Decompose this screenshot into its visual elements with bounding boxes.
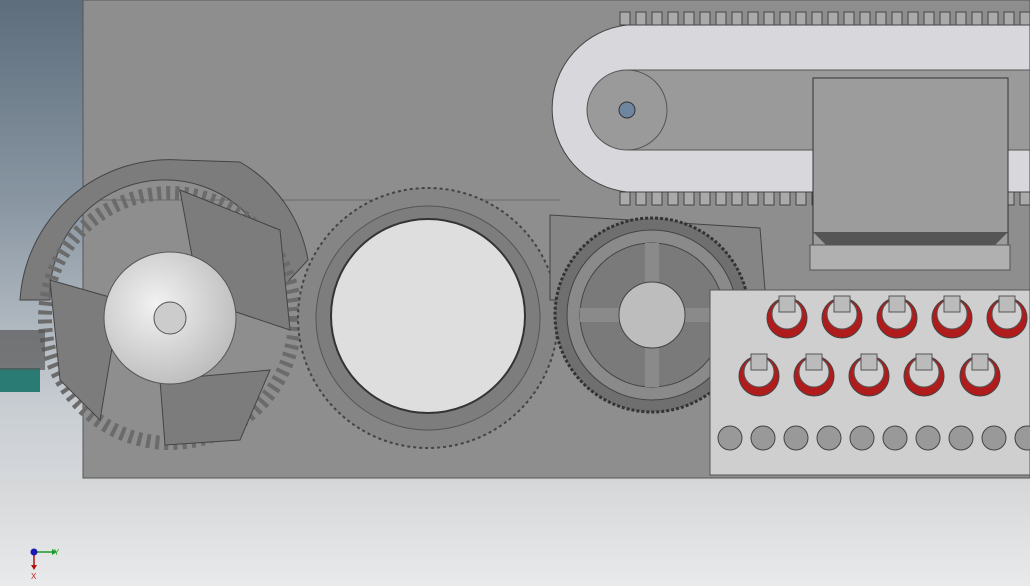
chain-link [811,11,823,26]
container-neck [778,295,796,313]
container-neck [915,353,933,371]
x-axis-label: X [31,572,37,581]
chain-link [715,11,727,26]
chain-link [763,191,775,206]
chain-link [891,11,903,26]
chain-link [747,191,759,206]
roller [717,425,743,451]
right-gear-wheel [549,214,766,414]
chain-link [971,11,983,26]
container-rows [738,295,1028,397]
container-neck [833,295,851,313]
roller-row [717,425,1030,451]
chain-link [987,11,999,26]
container-neck [998,295,1016,313]
chain-link [667,191,679,206]
container-neck [860,353,878,371]
chain-link [939,11,951,26]
chain-link [731,11,743,26]
roller [849,425,875,451]
housing-block [812,77,1009,246]
chain-link [635,11,647,26]
roller [915,425,941,451]
chain-link [779,191,791,206]
chain-link [731,191,743,206]
chain-link [635,191,647,206]
chain-link [699,191,711,206]
container-neck [805,353,823,371]
chain-link [859,11,871,26]
chain-link [779,11,791,26]
chain-link [843,11,855,26]
roller [948,425,974,451]
sprocket-axle [618,101,636,119]
chain-link [683,191,695,206]
roller [981,425,1007,451]
chain-link [651,11,663,26]
chain-link [827,11,839,26]
axis-triad: Y X [30,548,60,581]
chain-link [923,11,935,26]
chain-link [1019,191,1030,206]
middle-turret-wheel [297,187,559,449]
container-neck [750,353,768,371]
chain-link [619,191,631,206]
white-disk [330,218,526,414]
container-neck [943,295,961,313]
y-axis-label: Y [54,548,60,557]
roller [882,425,908,451]
chain-link [1019,11,1030,26]
housing-base [813,232,1008,245]
roller [750,425,776,451]
chain-link [875,11,887,26]
gear-hub [618,281,686,349]
container-neck [971,353,989,371]
guide-rail [809,244,1011,271]
chain-link [715,191,727,206]
chain-link [667,11,679,26]
chain-link [699,11,711,26]
chain-link [747,11,759,26]
background-floor [0,478,1030,586]
roller [783,425,809,451]
left-star-wheel [0,159,309,450]
chain-link [955,11,967,26]
chain-link [619,11,631,26]
chain-link [795,11,807,26]
chain-link [1003,11,1015,26]
chain-link [763,11,775,26]
container-neck [888,295,906,313]
origin-dot [30,548,38,556]
chain-link [907,11,919,26]
drive-shaft [0,368,40,392]
roller [1014,425,1030,451]
chain-link [795,191,807,206]
chain-link [651,191,663,206]
roller [816,425,842,451]
chain-link [683,11,695,26]
